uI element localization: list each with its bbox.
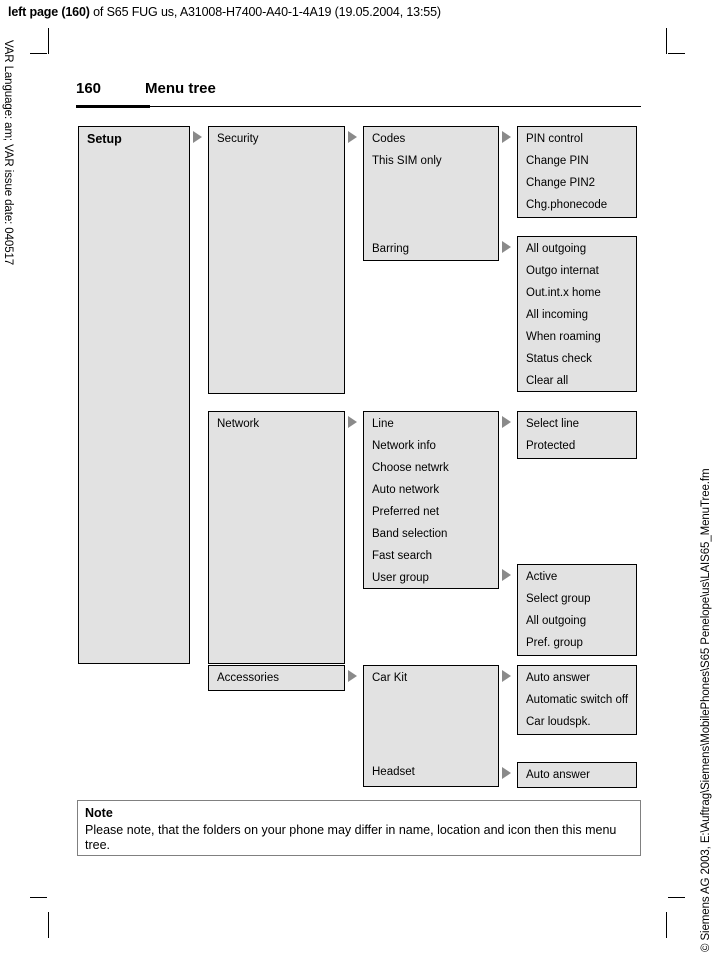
crop-mark-bottom-left-vertical (48, 912, 49, 938)
arrow-line-select-icon (502, 416, 511, 428)
arrow-setup-accessories-icon (348, 670, 357, 682)
menu-entry[interactable]: Outgo internat (526, 265, 599, 277)
menu-entry[interactable]: Pref. group (526, 637, 583, 649)
menu-entry[interactable]: Car loudspk. (526, 716, 591, 728)
menu-entry[interactable]: Choose netwrk (372, 462, 449, 474)
menu-entry[interactable]: Automatic switch off (526, 694, 629, 706)
menu-entry[interactable]: Clear all (526, 375, 569, 387)
document-header-bold: left page (160) (8, 5, 90, 19)
menu-entry[interactable]: Barring (372, 243, 410, 255)
document-header-rest: of S65 FUG us, A31008-H7400-A40-1-4A19 (… (89, 5, 441, 19)
menu-entry[interactable]: Auto answer (526, 672, 590, 684)
page-title: Menu tree (145, 80, 216, 97)
menu-entry[interactable]: Protected (526, 440, 576, 452)
menu-entry[interactable]: All outgoing (526, 615, 587, 627)
crop-mark-top-right-horizontal (668, 53, 685, 54)
menu-entry[interactable]: This SIM only (372, 155, 442, 167)
menu-box-headset-sub: Auto answer (517, 762, 637, 788)
menu-entry[interactable]: Change PIN (526, 155, 589, 167)
menu-entry[interactable]: Change PIN2 (526, 177, 596, 189)
arrow-carkit-icon (502, 670, 511, 682)
arrow-setup-network-icon (348, 416, 357, 428)
menu-entry[interactable]: Codes (372, 133, 406, 145)
arrow-barring-list-icon (502, 241, 511, 253)
menu-box-setup: Setup (78, 126, 190, 664)
menu-entry[interactable]: Line (372, 418, 394, 430)
crop-mark-top-left-vertical (48, 28, 49, 54)
menu-entry[interactable]: All incoming (526, 309, 588, 321)
crop-mark-bottom-right-horizontal (668, 897, 685, 898)
arrow-headset-icon (502, 767, 511, 779)
menu-box-accessories: Accessories (208, 665, 345, 691)
menu-entry[interactable]: Active (526, 571, 558, 583)
menu-entry[interactable]: Network (217, 418, 260, 430)
title-rule-thick (76, 105, 150, 108)
arrow-usergroup-icon (502, 569, 511, 581)
note-body: Please note, that the folders on your ph… (85, 823, 617, 852)
document-header: left page (160) of S65 FUG us, A31008-H7… (8, 5, 441, 19)
menu-entry[interactable]: Status check (526, 353, 592, 365)
menu-entry[interactable]: Security (217, 133, 259, 145)
menu-box-security: Security (208, 126, 345, 394)
menu-entry[interactable]: Fast search (372, 550, 433, 562)
menu-entry[interactable]: All outgoing (526, 243, 587, 255)
menu-entry[interactable]: Preferred net (372, 506, 440, 518)
menu-entry[interactable]: Select group (526, 593, 591, 605)
menu-entry[interactable]: Auto network (372, 484, 440, 496)
menu-entry[interactable]: When roaming (526, 331, 601, 343)
menu-entry[interactable]: Select line (526, 418, 580, 430)
menu-entry[interactable]: Accessories (217, 672, 279, 684)
crop-mark-bottom-left-horizontal (30, 897, 47, 898)
note-title: Note (85, 806, 113, 820)
arrow-setup-security-icon (193, 131, 202, 143)
menu-entry[interactable]: PIN control (526, 133, 583, 145)
crop-mark-bottom-right-vertical (666, 912, 667, 938)
menu-entry[interactable]: Out.int.x home (526, 287, 601, 299)
menu-entry[interactable]: Chg.phonecode (526, 199, 608, 211)
menu-entry[interactable]: Headset (372, 766, 415, 778)
note-box: Note Please note, that the folders on yo… (77, 800, 641, 856)
arrow-security-codes-icon (348, 131, 357, 143)
menu-entry[interactable]: Network info (372, 440, 436, 452)
menu-entry[interactable]: User group (372, 572, 429, 584)
menu-box-network: Network (208, 411, 345, 664)
menu-entry[interactable]: Setup (87, 132, 122, 146)
page-number: 160 (76, 80, 102, 97)
menu-entry[interactable]: Band selection (372, 528, 448, 540)
crop-mark-top-left-horizontal (30, 53, 47, 54)
crop-mark-top-right-vertical (666, 28, 667, 54)
arrow-codes-pin-icon (502, 131, 511, 143)
menu-entry[interactable]: Car Kit (372, 672, 408, 684)
title-rule-thin (150, 106, 641, 107)
menu-entry[interactable]: Auto answer (526, 769, 590, 781)
